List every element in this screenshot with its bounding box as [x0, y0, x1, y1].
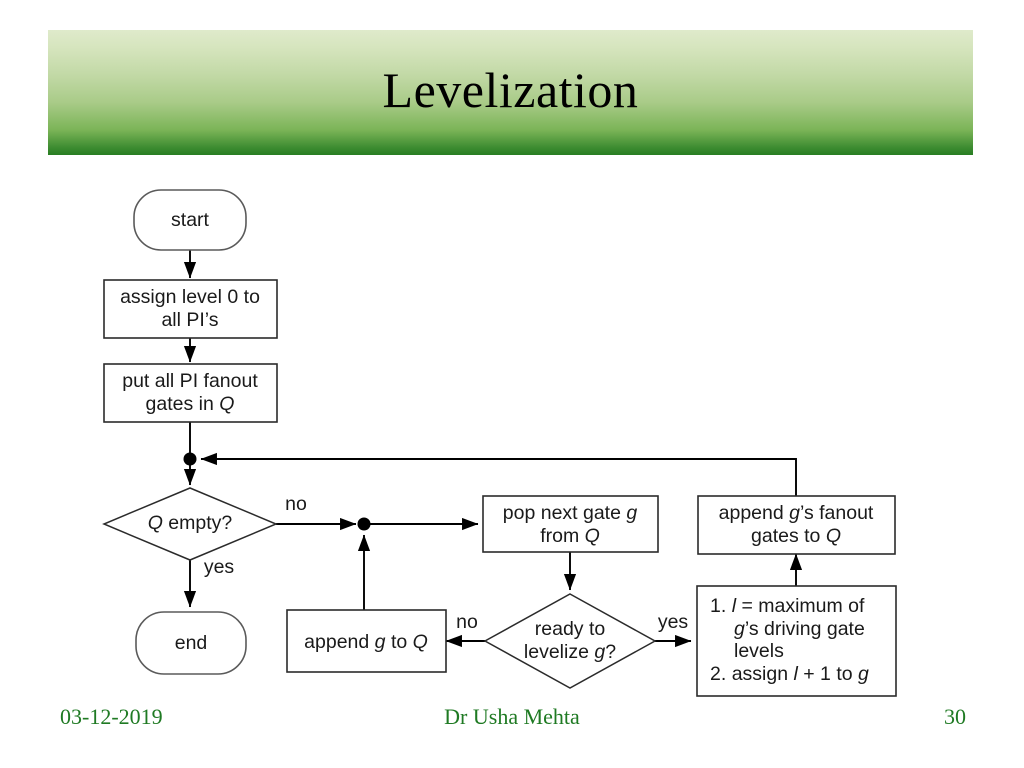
- footer-author: Dr Usha Mehta: [444, 704, 580, 729]
- node-end[interactable]: [135, 611, 247, 675]
- footer-page-number: 30: [944, 704, 966, 729]
- node-put-fanout-line1: put all PI fanout: [122, 370, 258, 392]
- node-assign-level-line2: all PI’s: [161, 309, 218, 331]
- edge-label-ready-no: no: [456, 611, 478, 633]
- node-assign-level[interactable]: [103, 279, 278, 339]
- node-put-fanout[interactable]: [103, 363, 278, 423]
- node-append-fanout-line1: append g’s fanout: [719, 502, 874, 524]
- node-compute-level[interactable]: [696, 585, 897, 697]
- node-ready-levelize-line1: ready to: [535, 618, 606, 640]
- node-assign-level-line1: assign level 0 to: [120, 286, 260, 308]
- node-ready-levelize[interactable]: [483, 593, 657, 689]
- node-append-fanout[interactable]: [697, 495, 896, 555]
- node-pop-gate[interactable]: [482, 495, 659, 553]
- node-ready-levelize-line2: levelize g?: [524, 641, 616, 663]
- node-compute-level-item1: 1. l = maximum of: [710, 595, 865, 617]
- node-start-label: start: [171, 209, 210, 231]
- levelization-flowchart: start assign level 0 to all PI’s put all…: [102, 189, 897, 697]
- node-compute-level-item1-line2: g’s driving gate: [734, 618, 865, 640]
- junction-dot-mid: [357, 517, 371, 531]
- edge-feedback-to-junction: [200, 452, 797, 496]
- edge-label-q-empty-yes: yes: [204, 556, 235, 578]
- node-compute-level-item1-line3: levels: [734, 640, 784, 662]
- page-title: Levelization: [382, 61, 639, 118]
- node-append-g-to-q-label: append g to Q: [304, 631, 428, 653]
- footer-date: 03-12-2019: [60, 704, 163, 729]
- node-put-fanout-line2: gates in Q: [146, 393, 235, 415]
- node-pop-gate-line1: pop next gate g: [503, 502, 638, 524]
- node-q-empty[interactable]: [102, 487, 278, 561]
- title-banner: [48, 30, 973, 155]
- node-pop-gate-line2: from Q: [540, 525, 600, 547]
- node-start[interactable]: [133, 189, 247, 251]
- junction-dot-loop-top: [183, 452, 197, 466]
- node-append-fanout-line2: gates to Q: [751, 525, 841, 547]
- node-compute-level-item2: 2. assign l + 1 to g: [710, 663, 869, 685]
- node-end-label: end: [175, 632, 208, 654]
- node-append-g-to-q[interactable]: [286, 609, 447, 673]
- edge-label-ready-yes: yes: [658, 611, 689, 633]
- node-q-empty-label: Q empty?: [148, 512, 233, 534]
- edge-label-q-empty-no: no: [285, 493, 307, 515]
